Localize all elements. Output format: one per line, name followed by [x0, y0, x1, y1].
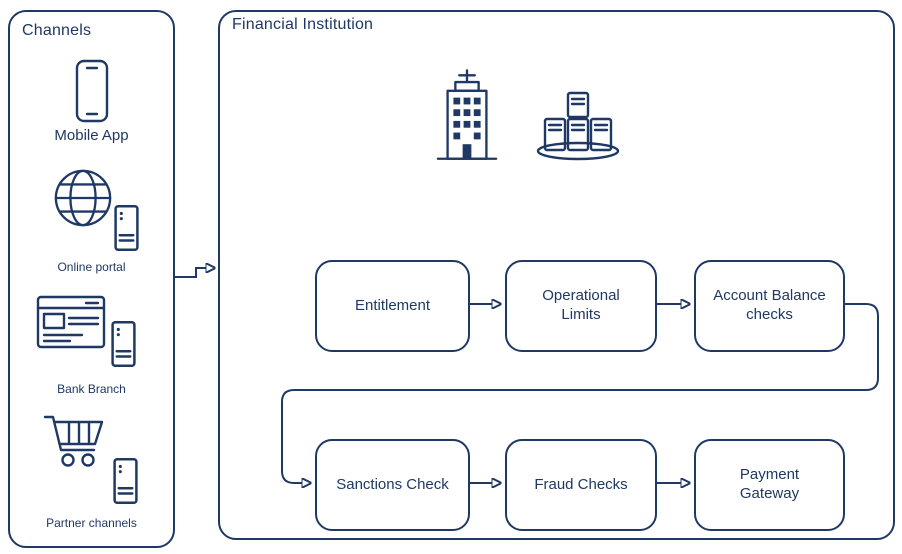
- flow-box-payment-gateway: Payment Gateway: [694, 439, 845, 531]
- channel-label-online-portal: Online portal: [57, 260, 126, 274]
- channels-panel: Channels Mobile App: [8, 10, 175, 548]
- channel-label-bank-branch: Bank Branch: [57, 382, 126, 396]
- financial-institution-panel: Financial Institution: [218, 10, 895, 540]
- mobile-phone-icon: [73, 59, 111, 123]
- bank-building-icon: [434, 68, 500, 168]
- flow-box-sanctions-check: Sanctions Check: [315, 439, 470, 531]
- server-tower-icon: [110, 320, 137, 368]
- server-cluster-icon: [532, 88, 624, 164]
- server-tower-icon: [112, 457, 139, 505]
- channels-panel-title: Channels: [22, 22, 92, 39]
- browser-window-icon: [36, 295, 106, 349]
- flow-box-entitlement: Entitlement: [315, 260, 470, 352]
- channels-to-fi-arrow: [175, 268, 206, 278]
- shopping-cart-icon: [42, 412, 108, 470]
- flow-box-account-balance-checks: Account Balance checks: [694, 260, 845, 352]
- financial-institution-title: Financial Institution: [232, 16, 374, 33]
- channel-label-mobile-app: Mobile App: [54, 127, 129, 144]
- flow-box-operational-limits: Operational Limits: [505, 260, 657, 352]
- flow-box-fraud-checks: Fraud Checks: [505, 439, 657, 531]
- globe-icon: [52, 167, 114, 229]
- channel-label-partner-channels: Partner channels: [46, 516, 137, 530]
- server-tower-icon: [113, 204, 140, 252]
